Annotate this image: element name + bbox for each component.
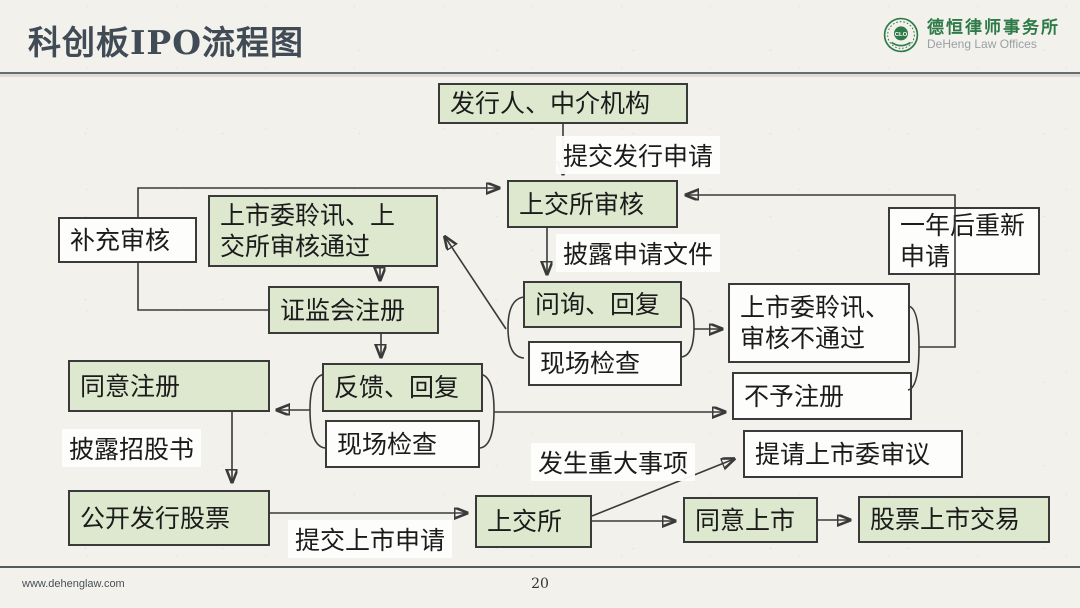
svg-text:CLO: CLO bbox=[895, 32, 908, 38]
bracket-right-fail-group bbox=[907, 305, 920, 391]
node-committee-pass: 上市委聆讯、上 交所审核通过 bbox=[208, 195, 438, 267]
node-site-inspection-right-label: 现场检查 bbox=[540, 349, 641, 378]
node-committee-fail: 上市委聆讯、 审核不通过 bbox=[728, 283, 910, 363]
node-committee-pass-label: 上市委聆讯、上 交所审核通过 bbox=[220, 201, 396, 261]
edge-fail-group-via-reapply-to-sse-review bbox=[686, 195, 956, 348]
node-issuer-label: 发行人、中介机构 bbox=[450, 89, 651, 118]
footer-website: www.dehenglaw.com bbox=[22, 578, 125, 590]
node-site-inspection-left: 现场检查 bbox=[325, 420, 480, 468]
logo-name-cn: 德恒律师事务所 bbox=[927, 18, 1060, 38]
node-submit-committee-review-label: 提请上市委审议 bbox=[755, 439, 931, 469]
node-sse-label: 上交所 bbox=[487, 507, 563, 536]
node-sse: 上交所 bbox=[475, 495, 592, 548]
node-issuer: 发行人、中介机构 bbox=[438, 83, 688, 124]
node-csrc-registration-label: 证监会注册 bbox=[280, 295, 406, 325]
node-site-inspection-left-label: 现场检查 bbox=[337, 429, 438, 459]
node-inquiry-reply-label: 问询、回复 bbox=[535, 290, 661, 319]
deheng-logo: CLO 德恒律师事务所 DeHeng Law Offices bbox=[883, 17, 1060, 53]
node-agree-registration-label: 同意注册 bbox=[80, 371, 181, 401]
bracket-right-inquiry-group bbox=[680, 297, 695, 358]
node-site-inspection-right: 现场检查 bbox=[528, 341, 682, 386]
node-reapply-one-year: 一年后重新 申请 bbox=[888, 207, 1040, 275]
bracket-left-inquiry-group bbox=[507, 296, 525, 359]
node-inquiry-reply: 问询、回复 bbox=[523, 281, 682, 328]
logo-text: 德恒律师事务所 DeHeng Law Offices bbox=[927, 18, 1060, 51]
deheng-emblem-icon: CLO bbox=[883, 17, 919, 53]
node-committee-fail-label: 上市委聆讯、 审核不通过 bbox=[740, 293, 891, 353]
edge-label-disclose-documents: 披露申请文件 bbox=[556, 234, 721, 272]
footer-page-number: 20 bbox=[531, 576, 549, 592]
bracket-right-feedback-group bbox=[479, 373, 495, 449]
edge-label-disclose-prospectus: 披露招股书 bbox=[62, 429, 202, 467]
edge-label-major-event: 发生重大事项 bbox=[531, 443, 696, 481]
edge-label-submit-listing-application: 提交上市申请 bbox=[288, 520, 453, 558]
page-title: 科创板IPO流程图 bbox=[28, 23, 304, 62]
node-submit-committee-review: 提请上市委审议 bbox=[743, 430, 963, 478]
node-agree-listing-label: 同意上市 bbox=[695, 505, 796, 535]
logo-name-en: DeHeng Law Offices bbox=[927, 36, 1037, 51]
node-feedback-reply-label: 反馈、回复 bbox=[334, 373, 460, 402]
node-no-registration-label: 不予注册 bbox=[744, 381, 845, 411]
edge-inquiry-group-to-committee-pass bbox=[445, 237, 507, 330]
node-sse-review-label: 上交所审核 bbox=[519, 189, 645, 219]
node-agree-registration: 同意注册 bbox=[68, 360, 270, 412]
node-stock-trading-label: 股票上市交易 bbox=[870, 505, 1021, 534]
node-agree-listing: 同意上市 bbox=[683, 497, 818, 543]
node-supplement-review: 补充审核 bbox=[58, 217, 197, 263]
node-supplement-review-label: 补充审核 bbox=[70, 225, 171, 255]
node-reapply-one-year-label: 一年后重新 申请 bbox=[900, 211, 1026, 271]
slide-footer: www.dehenglaw.com 20 bbox=[0, 566, 1080, 608]
node-sse-review: 上交所审核 bbox=[507, 180, 678, 228]
slide-header: 科创板IPO流程图 CLO 德恒律师事务所 DeHeng Law Offices bbox=[0, 0, 1080, 74]
node-no-registration: 不予注册 bbox=[732, 372, 912, 420]
node-public-offering: 公开发行股票 bbox=[68, 490, 270, 546]
node-public-offering-label: 公开发行股票 bbox=[80, 503, 231, 533]
node-stock-trading: 股票上市交易 bbox=[858, 496, 1050, 543]
edge-label-submit-application: 提交发行申请 bbox=[556, 136, 721, 174]
node-csrc-registration: 证监会注册 bbox=[268, 286, 439, 334]
edge-sse-to-submit-committee bbox=[591, 459, 734, 517]
node-feedback-reply: 反馈、回复 bbox=[322, 363, 483, 412]
